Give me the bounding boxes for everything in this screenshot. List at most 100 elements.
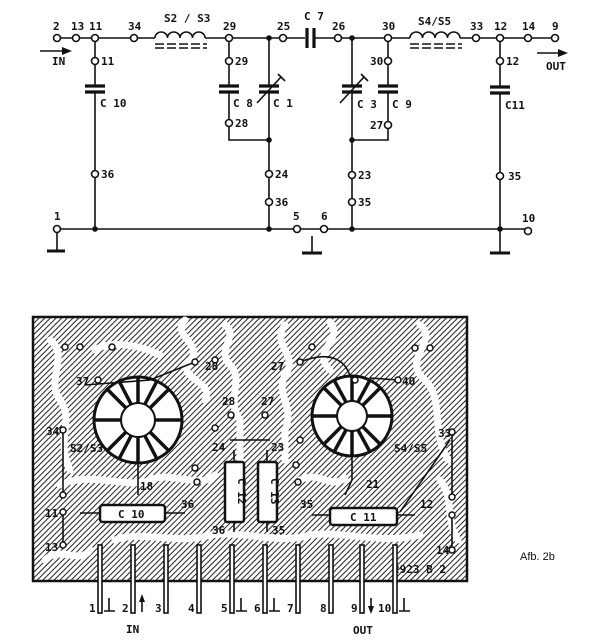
node-label: 24: [275, 168, 289, 181]
board-label: S2/S3: [70, 442, 103, 455]
node-label: 27: [370, 119, 383, 132]
capacitor-label: C 7: [304, 10, 324, 23]
node-labels: 2 13 11 34 29 25 26 30 33 12 14 9 1 5 6 …: [52, 10, 566, 225]
capacitor-label: C 3: [357, 98, 377, 111]
output-label: OUT: [546, 60, 566, 73]
pcb-layout: C 10 C 11 C 12 C 13 37: [31, 315, 469, 637]
pin-label: 9: [351, 602, 358, 615]
inductor-label: S2 / S3: [164, 12, 210, 25]
capacitor-label: C 1: [273, 97, 293, 110]
node-label: 12: [506, 55, 519, 68]
capacitor-c12-component: C 12: [223, 450, 248, 532]
solder-pads: [59, 343, 456, 554]
junction-dots: [92, 35, 503, 232]
board-label: 12: [420, 498, 433, 511]
node-label: 25: [277, 20, 290, 33]
node-label: 14: [522, 20, 536, 33]
input-label: IN: [126, 623, 139, 636]
component-label: C 12: [235, 478, 248, 505]
pin-out-arrow-icon: [368, 598, 374, 614]
jumper-wires: [62, 432, 453, 550]
board-labels: 37 28 28 27 27 40 34 S2/S3 24 23 S4/S5 3…: [45, 360, 451, 576]
inductor-s4-s5-symbol: [409, 31, 462, 49]
component-label: C 10: [118, 508, 145, 521]
board-label: 35: [272, 524, 285, 537]
circuit-schematic: 2 13 11 34 29 25 26 30 33 12 14 9 1 5 6 …: [40, 10, 568, 255]
pin-label: 5: [221, 602, 228, 615]
pin-label: 3: [155, 602, 162, 615]
board-label: 35: [300, 498, 313, 511]
pin-label: 7: [287, 602, 294, 615]
pin-label: 1: [89, 602, 96, 615]
board-label: 28: [222, 395, 235, 408]
toroid-s2-s3: [84, 361, 196, 495]
board-label: 37: [76, 375, 89, 388]
board-label: 36: [181, 498, 195, 511]
board-label: 34: [46, 425, 60, 438]
node-label: 30: [370, 55, 383, 68]
pin-ground-symbols: [104, 598, 410, 612]
connector-pins: 1 2 3 4 5 6 7 8 9 10 IN OUT: [89, 544, 410, 637]
board-label: 24: [212, 441, 226, 454]
variable-capacitor-c1-symbol: [256, 73, 286, 104]
capacitor-c9-symbol: [378, 84, 398, 94]
pin-label: 10: [378, 602, 391, 615]
node-label: 33: [470, 20, 483, 33]
node-label: 12: [494, 20, 507, 33]
capacitor-c10-symbol: [85, 84, 105, 94]
toroid-s4-s5: [299, 355, 399, 496]
board-label: 33: [438, 427, 451, 440]
board-label: 27: [261, 395, 274, 408]
capacitor-c7-symbol: [305, 28, 316, 48]
capacitor-c11-component: C 11: [312, 506, 415, 527]
capacitor-c11-symbol: [490, 85, 510, 95]
inductor-s2-s3-symbol: [154, 31, 207, 49]
board-label: 27: [271, 360, 284, 373]
ground-symbol: [47, 233, 65, 253]
board-label: 23: [271, 441, 284, 454]
node-label: 30: [382, 20, 395, 33]
node-label: 34: [128, 20, 142, 33]
copper-isolation-gaps: [41, 316, 462, 564]
capacitor-label: C11: [505, 99, 525, 112]
node-label: 9: [552, 20, 559, 33]
inductor-label: S4/S5: [418, 15, 451, 28]
figure-caption: Afb. 2b: [520, 551, 555, 563]
component-label: C 13: [268, 478, 281, 505]
node-label: 6: [321, 210, 328, 223]
pin-label: 4: [188, 602, 195, 615]
pin-in-arrow-icon: [139, 594, 145, 612]
board-label: 14: [436, 544, 450, 557]
node-label: 11: [101, 55, 115, 68]
terminal-nodes: [52, 33, 560, 236]
output-arrow-icon: [537, 49, 568, 57]
node-label: 29: [223, 20, 236, 33]
variable-capacitor-c3-symbol: [339, 73, 369, 104]
node-label: 28: [235, 117, 248, 130]
board-label: S4/S5: [394, 442, 427, 455]
node-label: 10: [522, 212, 535, 225]
node-label: 23: [358, 169, 371, 182]
board-label: 11: [45, 507, 59, 520]
node-label: 29: [235, 55, 248, 68]
board-label: 40: [402, 375, 415, 388]
pin-label: 8: [320, 602, 327, 615]
node-label: 11: [89, 20, 103, 33]
node-label: 36: [101, 168, 115, 181]
board-label: 28: [205, 360, 218, 373]
ground-symbol: [302, 236, 322, 255]
input-label: IN: [52, 55, 65, 68]
board-label: 36: [212, 524, 226, 537]
node-label: 5: [293, 210, 300, 223]
node-label: 13: [71, 20, 84, 33]
node-label: 35: [508, 170, 521, 183]
node-label: 35: [358, 196, 371, 209]
board-code-label: 2923 B 2: [393, 563, 446, 576]
node-label: 1: [54, 210, 61, 223]
capacitor-label: C 9: [392, 98, 412, 111]
component-label: C 11: [350, 511, 377, 524]
capacitor-label: C 8: [233, 97, 253, 110]
board-label: 21: [366, 478, 380, 491]
capacitor-c10-component: C 10: [80, 503, 185, 524]
